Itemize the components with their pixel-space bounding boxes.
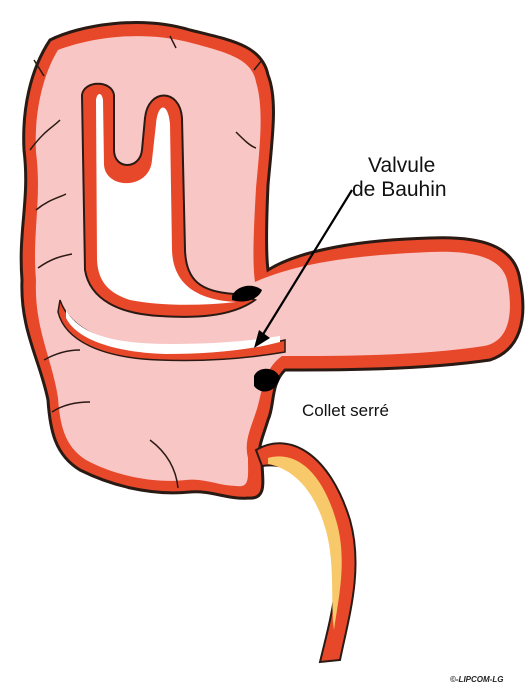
valve-label-line2: de Bauhin — [352, 178, 447, 201]
appendix — [256, 443, 356, 662]
valve-label-line1: Valvule — [368, 154, 435, 177]
collet-label: Collet serré — [302, 401, 389, 420]
copyright-credit: ©-LIPCOM-LG — [450, 675, 503, 684]
